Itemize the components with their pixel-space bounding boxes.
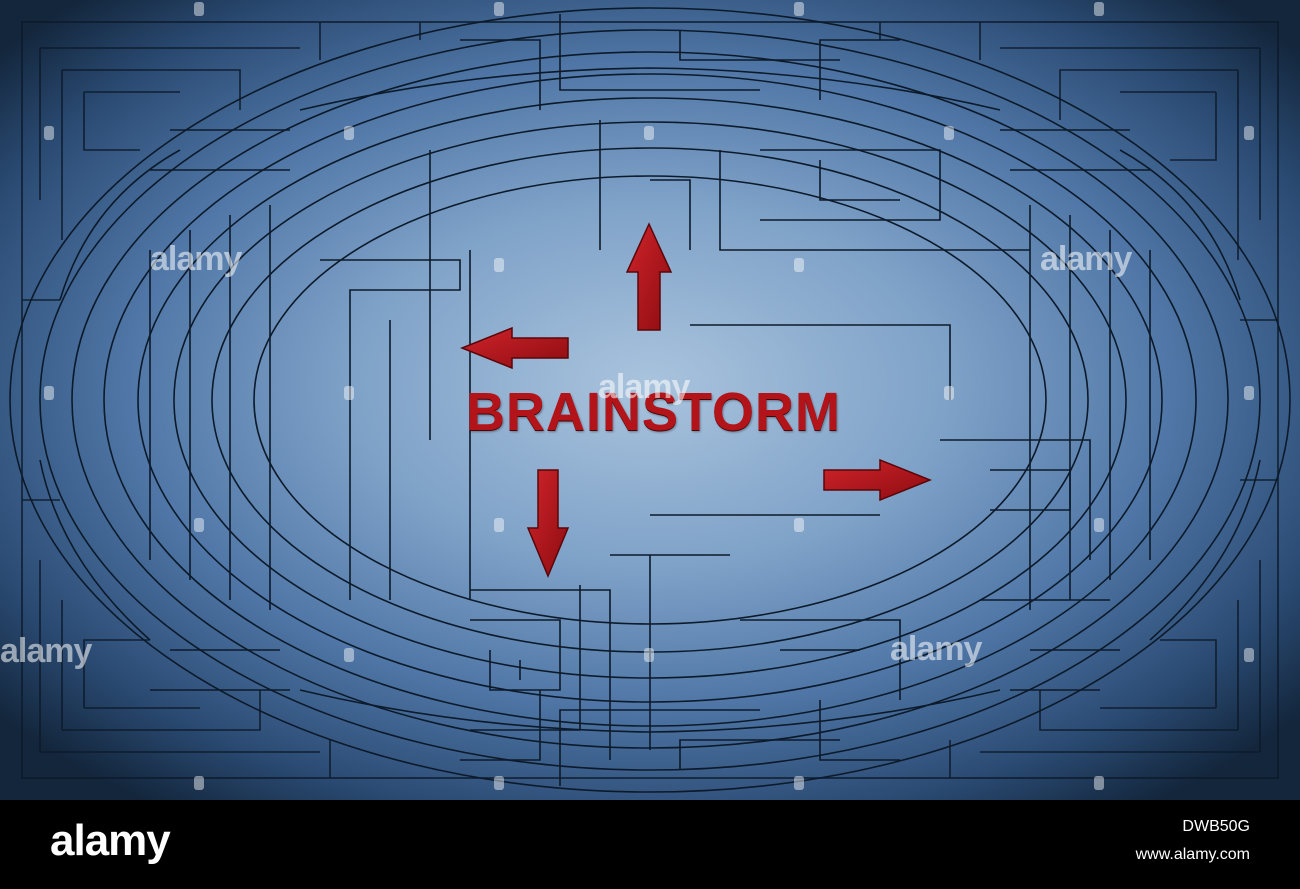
arrow-right-icon [823,458,933,502]
watermark-dot [794,2,804,16]
watermark: alamy [150,240,242,278]
watermark: alamy [890,630,982,668]
watermark-dot [1094,518,1104,532]
headline-text: BRAINSTORM [466,382,842,442]
image-id: DWB50G [1182,818,1250,835]
watermark: alamy [598,368,690,406]
watermark-dot [1094,776,1104,790]
watermark-dot [1094,2,1104,16]
watermark-dot [44,386,54,400]
watermark-dot [1244,386,1254,400]
curved-maze [9,7,1291,793]
watermark-dot [194,518,204,532]
watermark-dot [44,126,54,140]
arrow-left-icon [459,326,569,370]
watermark-dot [794,258,804,272]
watermark-dot [344,648,354,662]
watermark: alamy [0,632,92,670]
maze-illustration [0,0,1300,800]
watermark-dot [794,518,804,532]
watermark-dot [944,126,954,140]
watermark-dot [644,126,654,140]
watermark-dot [494,258,504,272]
watermark-dot [944,386,954,400]
watermark-dot [1244,126,1254,140]
site-link[interactable]: www.alamy.com [1135,846,1250,863]
arrow-down-icon [526,469,570,578]
alamy-logo[interactable]: alamy [50,816,171,865]
watermark-dot [494,776,504,790]
watermark-dot [644,648,654,662]
watermark-dot [194,2,204,16]
watermark-dot [344,386,354,400]
watermark-dot [794,776,804,790]
watermark-dot [1244,648,1254,662]
watermark-dot [344,126,354,140]
watermark: alamy [1040,240,1132,278]
watermark-dot [194,776,204,790]
watermark-dot [494,2,504,16]
footer-bar: alamy DWB50G www.alamy.com [0,800,1300,889]
maze-image: BRAINSTORM alamy alamy alamy alamy alamy [0,0,1300,800]
watermark-dot [494,518,504,532]
outer-maze [21,21,1279,779]
arrow-up-icon [625,222,673,331]
